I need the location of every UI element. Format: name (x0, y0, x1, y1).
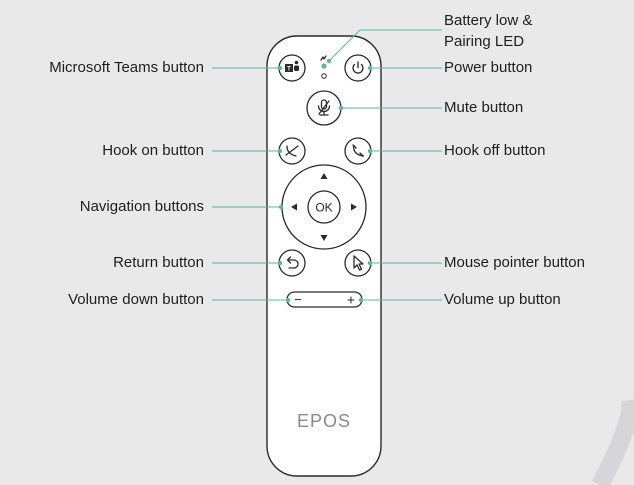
label-volume-down-button: Volume down button (68, 291, 204, 308)
microsoft-teams-button[interactable]: T (278, 54, 306, 82)
label-mute-button: Mute button (444, 99, 524, 116)
arrow-right-icon[interactable] (351, 203, 357, 211)
volume-up-button[interactable]: + (347, 292, 355, 308)
label-power-button: Power button (444, 59, 533, 76)
label-return-button: Return button (113, 254, 204, 271)
label-navigation-buttons: Navigation buttons (79, 198, 204, 215)
label-volume-up-button: Volume up button (444, 291, 561, 308)
hook-on-button[interactable] (278, 137, 306, 165)
microsoft-teams-icon: T (285, 60, 299, 73)
ok-button[interactable]: OK (307, 190, 341, 224)
volume-down-button[interactable]: − (294, 292, 302, 307)
label-hook-off-button: Hook off button (444, 142, 546, 159)
arrow-up-icon[interactable] (320, 173, 328, 179)
volume-rocker[interactable]: − + (286, 291, 363, 308)
mouse-pointer-icon (353, 255, 364, 271)
label-mouse-pointer-button: Mouse pointer button (444, 254, 585, 271)
label-battery-low-line1: Battery low & (444, 12, 533, 29)
pairing-led (321, 73, 327, 79)
leader-dots (277, 58, 373, 303)
power-icon (352, 61, 364, 74)
arrow-left-icon[interactable] (291, 203, 297, 211)
leader-battery-led (328, 29, 442, 62)
svg-text:T: T (287, 67, 291, 73)
microphone-mute-icon (317, 99, 331, 116)
mouse-pointer-button[interactable] (344, 249, 372, 277)
mute-button[interactable] (306, 90, 342, 126)
hook-off-handset-icon (352, 144, 365, 157)
ok-label: OK (315, 201, 332, 215)
label-microsoft-teams-button: Microsoft Teams button (49, 59, 204, 76)
return-arrow-icon (286, 256, 299, 269)
label-hook-on-button: Hook on button (102, 142, 204, 159)
leader-lines-right (328, 29, 442, 301)
leader-lines-left (212, 67, 288, 301)
hook-on-handset-icon (285, 145, 299, 157)
label-pairing-led-line2: Pairing LED (444, 33, 525, 50)
background-arc (592, 399, 634, 485)
arrow-down-icon[interactable] (320, 235, 328, 241)
battery-led-icon (320, 55, 327, 69)
brand-logo: EPOS (297, 411, 351, 431)
hook-off-button[interactable] (344, 137, 372, 165)
return-button[interactable] (278, 249, 306, 277)
power-button[interactable] (344, 54, 372, 82)
